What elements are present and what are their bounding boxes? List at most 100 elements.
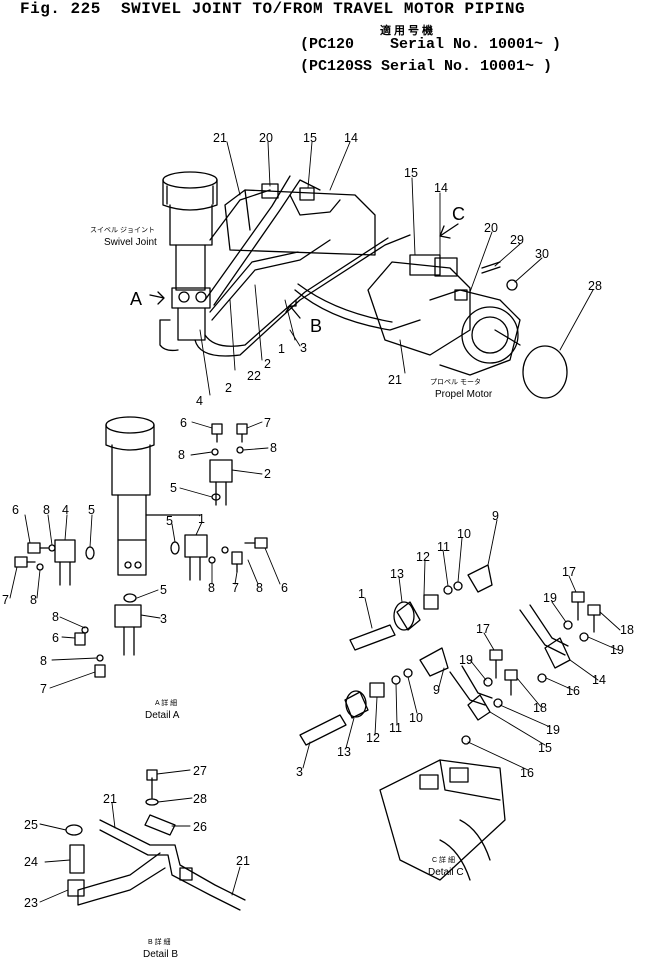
part-label: 3 (296, 765, 303, 779)
part-label: 29 (510, 233, 524, 247)
part-label: 8 (178, 448, 185, 462)
part-label: 6 (281, 581, 288, 595)
part-label: 17 (562, 565, 576, 579)
serial-range-pc120ss: (PC120SS Serial No. 10001~ ) (300, 58, 553, 75)
washer-28 (145, 798, 159, 806)
swivel-joint (159, 171, 218, 352)
part-label: 6 (52, 631, 59, 645)
block-3 (114, 593, 142, 656)
upper-elbow-9 (467, 564, 493, 593)
main-leaders (199, 141, 594, 396)
part-label: 19 (459, 653, 473, 667)
detail-a-bolts (14, 423, 268, 678)
part-label: 14 (344, 131, 358, 145)
part-label: 22 (247, 369, 261, 383)
part-label: 14 (434, 181, 448, 195)
part-label: 7 (264, 416, 271, 430)
flange-15 (467, 694, 491, 721)
part-label: 28 (588, 279, 602, 293)
caption-detail-b-jp: B 詳 細 (148, 937, 171, 946)
part-label: 14 (592, 673, 606, 687)
part-label: 27 (193, 764, 207, 778)
part-label: 1 (358, 587, 365, 601)
block-2 (209, 459, 233, 506)
detail-a-view (9, 416, 281, 689)
view-letter-a: A (130, 289, 142, 309)
bolt-27 (146, 769, 158, 781)
part-label: 17 (476, 622, 490, 636)
view-arrow-a (149, 291, 165, 305)
part-label: 4 (196, 394, 203, 408)
caption-detail-b: Detail B (143, 949, 178, 960)
part-label: 24 (24, 855, 38, 869)
part-label: 5 (170, 481, 177, 495)
part-label: 23 (24, 896, 38, 910)
part-label: 8 (30, 593, 37, 607)
part-label: 7 (2, 593, 9, 607)
adapter-24 (69, 844, 85, 874)
serial-range-pc120: (PC120 Serial No. 10001~ ) (300, 36, 562, 53)
view-arrow-c (439, 223, 459, 239)
part-label: 7 (232, 581, 239, 595)
part-label: 18 (533, 701, 547, 715)
o-ring-25 (65, 824, 83, 836)
part-label: 20 (484, 221, 498, 235)
part-label: 8 (270, 441, 277, 455)
lower-tube-3 (299, 714, 347, 746)
part-label: 19 (610, 643, 624, 657)
part-label: 5 (88, 503, 95, 517)
detail-c-leaders (302, 519, 621, 771)
view-arrow-b (285, 299, 301, 319)
caption-propel-motor-jp: プロペル モータ (430, 377, 481, 386)
o-ring-28 (522, 345, 568, 399)
part-label: 19 (543, 591, 557, 605)
part-label: 21 (103, 792, 117, 806)
block-4 (54, 539, 76, 586)
block-1 (184, 534, 208, 581)
part-label: 8 (52, 610, 59, 624)
part-label: 30 (535, 247, 549, 261)
part-label: 7 (40, 682, 47, 696)
part-label: 2 (225, 381, 232, 395)
bolt-29 (481, 261, 501, 274)
figure-title: Fig. 225 SWIVEL JOINT TO/FROM TRAVEL MOT… (20, 0, 526, 18)
part-label: 4 (62, 503, 69, 517)
part-label: 13 (390, 567, 404, 581)
part-label: 6 (12, 503, 19, 517)
caption-propel-motor: Propel Motor (435, 389, 493, 400)
part-label: 2 (264, 357, 271, 371)
detail-c-view (299, 519, 621, 881)
detail-b-view (39, 769, 246, 911)
part-label: 16 (520, 766, 534, 780)
part-label: 26 (193, 820, 207, 834)
detail-b-leaders (39, 769, 241, 903)
part-label: 21 (236, 854, 250, 868)
view-letter-c: C (452, 204, 465, 224)
caption-swivel-joint-jp: スイベル ジョイント (90, 226, 155, 234)
detail-a-leaders (9, 421, 281, 689)
part-label: 15 (404, 166, 418, 180)
part-label: 10 (409, 711, 423, 725)
part-label: 8 (43, 503, 50, 517)
caption-detail-c-jp: C 詳 細 (432, 855, 455, 864)
part-label: 12 (366, 731, 380, 745)
part-label: 15 (303, 131, 317, 145)
part-label: 18 (620, 623, 634, 637)
part-label: 8 (208, 581, 215, 595)
lower-elbow-9 (419, 647, 449, 677)
part-label: 21 (213, 131, 227, 145)
view-letter-b: B (310, 316, 322, 336)
part-label: 11 (389, 721, 402, 735)
caption-detail-a-jp: A 詳 細 (155, 698, 177, 707)
washer-30 (506, 279, 518, 291)
main-assembly-view (149, 141, 594, 399)
part-label: 5 (160, 583, 167, 597)
part-label: 21 (388, 373, 402, 387)
part-label: 25 (24, 818, 38, 832)
upper-tube-1 (349, 624, 396, 651)
part-label: 1 (198, 512, 205, 526)
tube-21 (99, 819, 246, 901)
part-label: 28 (193, 792, 207, 806)
